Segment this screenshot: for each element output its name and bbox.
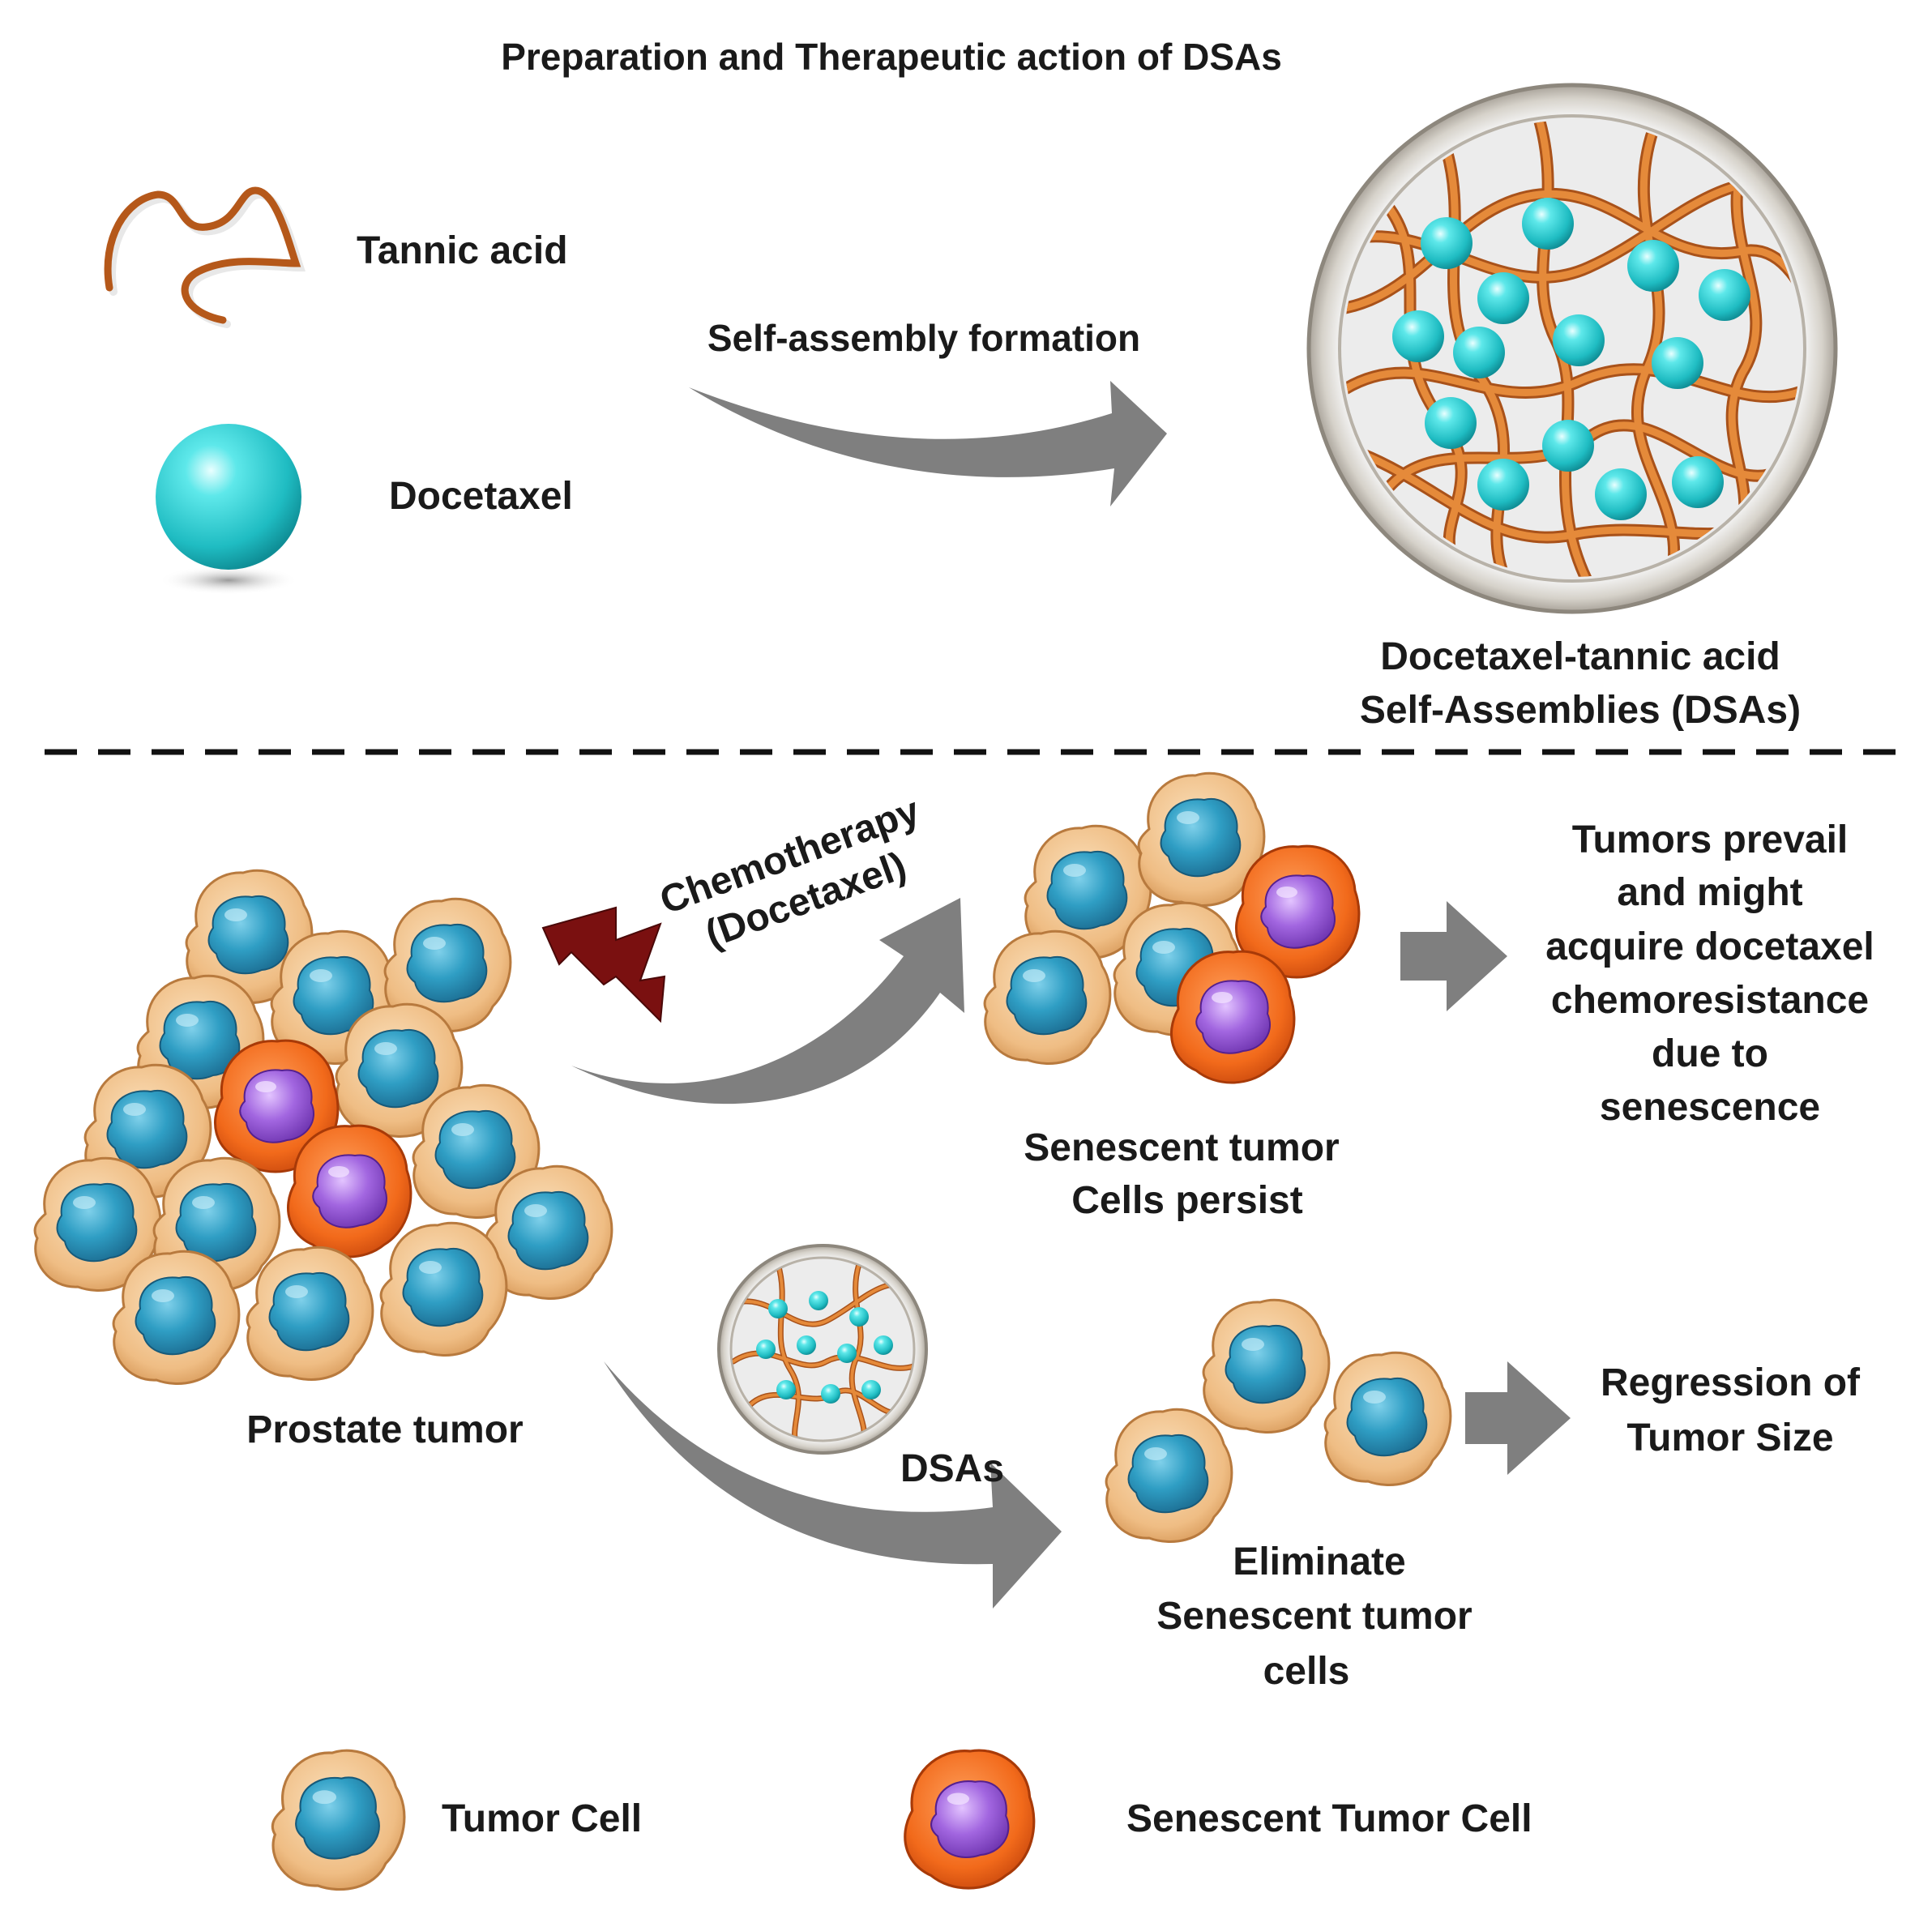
eliminate-result-cluster xyxy=(1105,1298,1452,1543)
outcome-chemo-line6: senescence xyxy=(1600,1086,1820,1129)
eliminate-label-line3: cells xyxy=(1263,1650,1350,1693)
outcome-dsa-line1: Regression of xyxy=(1601,1361,1861,1404)
dsa-treatment-label: DSAs xyxy=(900,1447,1004,1490)
eliminate-label-line1: Eliminate xyxy=(1233,1540,1405,1583)
self-assembly-label: Self-assembly formation xyxy=(707,317,1140,359)
outcome-chemo-line2: and might xyxy=(1617,871,1802,914)
outcome-arrow-chemo xyxy=(1400,901,1507,1011)
senescent-persist-label-line1: Senescent tumor xyxy=(1024,1126,1339,1169)
tannic-acid-icon xyxy=(104,186,306,328)
legend-senescent-cell-label: Senescent Tumor Cell xyxy=(1126,1797,1532,1840)
dsa-treatment-arrow xyxy=(604,1361,1062,1609)
dsa-product-label-line2: Self-Assemblies (DSAs) xyxy=(1360,689,1801,732)
tumor-cell xyxy=(983,929,1112,1065)
prostate-tumor-cluster xyxy=(33,869,613,1385)
docetaxel-label: Docetaxel xyxy=(389,475,573,518)
tumor-cell xyxy=(112,1250,241,1385)
legend-tumor-cell-label: Tumor Cell xyxy=(442,1797,642,1840)
eliminate-label-line2: Senescent tumor xyxy=(1156,1595,1472,1638)
dsa-particle-small xyxy=(717,1244,928,1455)
outcome-chemo-line5: due to xyxy=(1652,1032,1768,1075)
outcome-arrow-dsa xyxy=(1465,1361,1571,1475)
legend-tumor-cell-icon xyxy=(271,1749,406,1891)
tumor-cell xyxy=(1323,1351,1452,1486)
self-assembly-arrow xyxy=(689,381,1167,506)
docetaxel-sphere-icon xyxy=(156,424,301,570)
outcome-chemo-text: Tumors prevail and might acquire docetax… xyxy=(1545,818,1874,1129)
tumor-cell xyxy=(1105,1408,1233,1543)
dsa-particle-large xyxy=(1306,83,1838,614)
tumor-cell xyxy=(1202,1298,1331,1434)
tumor-cell xyxy=(379,1221,508,1357)
legend-senescent-cell-icon xyxy=(904,1749,1036,1890)
lightning-bolt-icon xyxy=(541,906,666,1023)
prostate-tumor-label: Prostate tumor xyxy=(246,1408,523,1451)
outcome-dsa-line2: Tumor Size xyxy=(1626,1416,1833,1459)
senescent-cell xyxy=(1169,950,1296,1084)
figure-title: Preparation and Therapeutic action of DS… xyxy=(501,36,1282,78)
dsa-product-label-line1: Docetaxel-tannic acid xyxy=(1380,635,1780,678)
tumor-cell xyxy=(246,1246,374,1381)
senescent-persist-label-line2: Cells persist xyxy=(1071,1179,1302,1222)
tannic-acid-label: Tannic acid xyxy=(357,229,568,272)
docetaxel-shadow xyxy=(159,566,298,595)
senescent-result-cluster xyxy=(983,771,1361,1084)
outcome-chemo-line4: chemoresistance xyxy=(1551,979,1869,1022)
outcome-chemo-line3: acquire docetaxel xyxy=(1545,925,1874,968)
outcome-chemo-line1: Tumors prevail xyxy=(1572,818,1849,861)
senescent-cell xyxy=(286,1124,412,1258)
chemotherapy-arrow xyxy=(571,898,964,1105)
